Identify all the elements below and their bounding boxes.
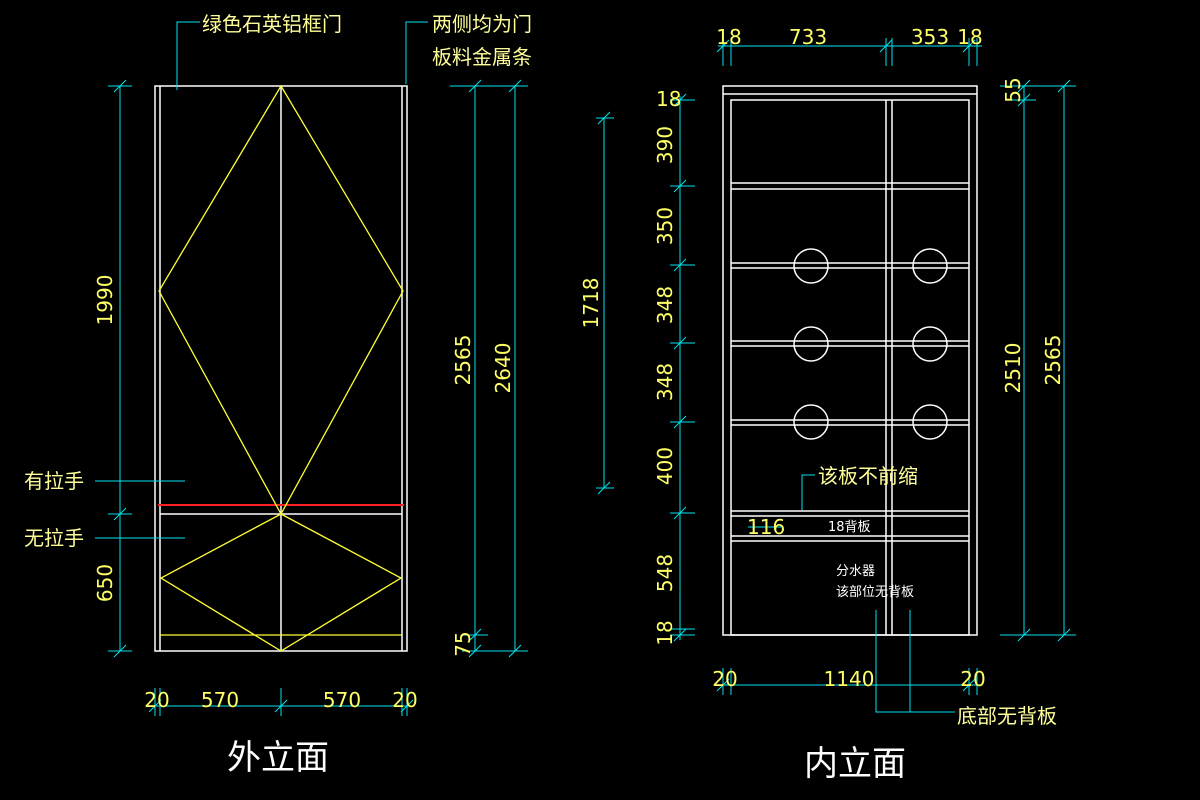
dim-20-left: 20 [144, 688, 169, 712]
interior-outline [722, 85, 978, 636]
interior-bottom-dims [716, 668, 982, 695]
interior-elevation: 18 733 353 18 18 [579, 25, 1076, 784]
back-board-label: 18背板 [828, 520, 871, 535]
exterior-title: 外立面 [227, 738, 329, 778]
dim-18-top-right: 18 [957, 25, 982, 49]
interior-left-dims [596, 93, 695, 642]
dim-570-left: 570 [201, 688, 239, 712]
dim-18-top-left: 18 [716, 25, 741, 49]
dim-2565: 2565 [451, 335, 475, 386]
exterior-right-dims [450, 79, 528, 658]
dim-20-bottom-right: 20 [960, 667, 985, 691]
dim-2640: 2640 [491, 343, 515, 394]
dim-116: 116 [747, 515, 785, 539]
dim-row-350: 350 [653, 207, 677, 245]
interior-shelves [731, 182, 969, 542]
exterior-bottom-dims [148, 688, 414, 716]
dim-75: 75 [451, 631, 475, 656]
no-shrink-label: 该板不前缩 [818, 464, 918, 488]
dim-row-348-a: 348 [653, 286, 677, 324]
dim-733: 733 [789, 25, 827, 49]
without-handle-label: 无拉手 [24, 526, 84, 550]
dim-1140: 1140 [824, 667, 875, 691]
dim-row-400: 400 [653, 447, 677, 485]
dim-1718: 1718 [579, 278, 603, 329]
dim-55: 55 [1001, 77, 1025, 102]
manifold-label: 分水器 [836, 564, 875, 579]
bottom-no-back-label: 底部无背板 [957, 704, 1057, 728]
dim-row-18-bottom: 18 [653, 620, 677, 645]
with-handle-label: 有拉手 [24, 469, 84, 493]
dim-row-18-top: 18 [656, 87, 681, 111]
exterior-elevation: 1990 650 2565 2640 75 [24, 12, 532, 778]
interior-top-dims [716, 38, 982, 66]
no-back-here-label: 该部位无背板 [836, 585, 914, 600]
dim-row-348-b: 348 [653, 363, 677, 401]
dim-20-bottom-left: 20 [712, 667, 737, 691]
lower-diamond-pattern [159, 513, 403, 652]
dim-2510: 2510 [1001, 343, 1025, 394]
dim-1990: 1990 [93, 275, 117, 326]
exterior-left-dims [108, 79, 132, 658]
dim-650: 650 [93, 564, 117, 602]
side-strip-label-2: 板料金属条 [432, 45, 532, 69]
side-strip-label-1: 两侧均为门 [432, 12, 532, 36]
round-openings [793, 248, 948, 440]
exterior-leaders [95, 21, 428, 539]
dim-row-390: 390 [653, 126, 677, 164]
dim-20-right: 20 [392, 688, 417, 712]
dim-2565-interior: 2565 [1041, 335, 1065, 386]
dim-353: 353 [911, 25, 949, 49]
door-material-label: 绿色石英铝框门 [202, 12, 342, 36]
interior-title: 内立面 [804, 744, 906, 784]
dim-570-right: 570 [323, 688, 361, 712]
interior-right-dims [1000, 79, 1076, 642]
dim-row-548: 548 [653, 554, 677, 592]
interior-leaders [748, 474, 955, 713]
interior-inner-outline [730, 99, 970, 636]
